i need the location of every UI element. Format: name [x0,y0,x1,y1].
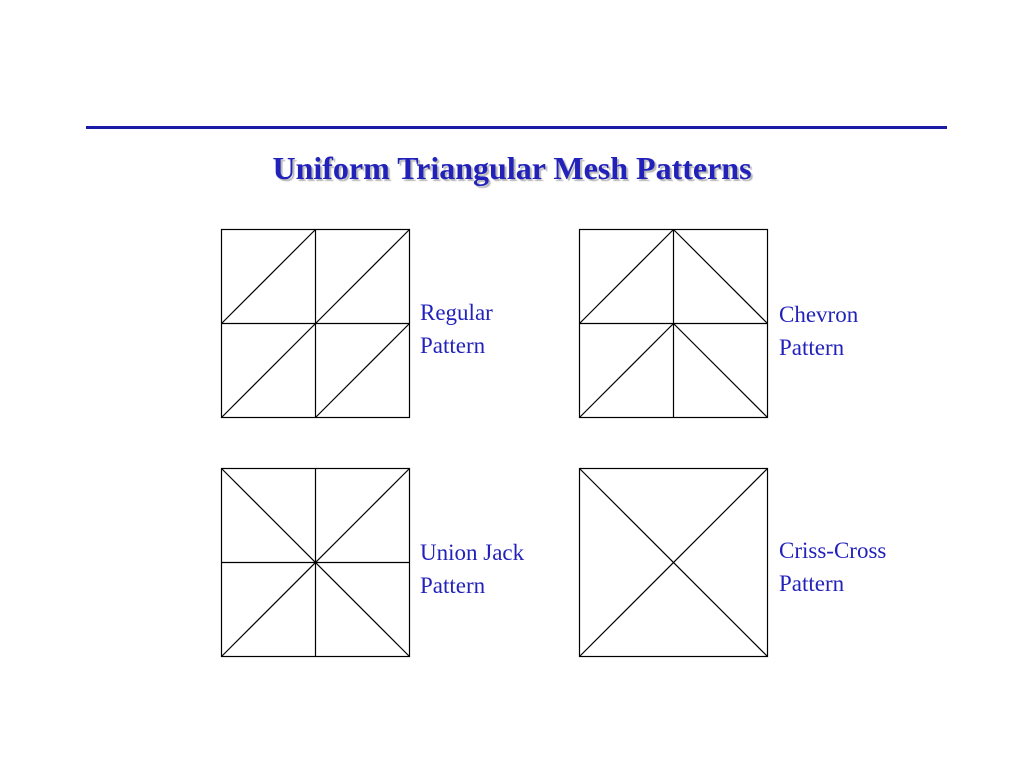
criss-cross-label-line2: Pattern [779,571,845,596]
chevron-pattern-label: Chevron Pattern [779,298,858,364]
criss-cross-pattern-diagram [578,467,769,658]
chevron-diagonal-top-right [673,229,768,324]
union-jack-label-line1: Union Jack [420,540,525,565]
regular-pattern-label: Regular Pattern [420,296,493,362]
criss-cross-label-line1: Criss-Cross [779,538,887,563]
regular-pattern-diagram [220,228,411,419]
criss-cross-pattern-label: Criss-Cross Pattern [779,534,886,600]
regular-diagonal-bottom-left [221,323,316,418]
title-rule [86,126,947,129]
chevron-label-line1: Chevron [779,302,859,327]
regular-diagonal-top-right [315,229,410,324]
chevron-diagonal-top-left [579,229,674,324]
union-jack-diagonal-anti [221,468,410,657]
criss-cross-diagonal-anti [579,468,768,657]
chevron-diagonal-bottom-right [673,323,768,418]
union-jack-pattern-diagram [220,467,411,658]
chevron-pattern-diagram [578,228,769,419]
union-jack-pattern-label: Union Jack Pattern [420,536,524,602]
union-jack-label-line2: Pattern [420,573,486,598]
regular-diagonal-top-left [221,229,316,324]
slide-title: Uniform Triangular Mesh Patterns [272,150,752,186]
regular-diagonal-bottom-right [315,323,410,418]
regular-label-line1: Regular [420,300,493,325]
criss-cross-outline [578,467,769,658]
chevron-diagonal-bottom-left [579,323,674,418]
chevron-label-line2: Pattern [779,335,845,360]
regular-label-line2: Pattern [420,333,486,358]
